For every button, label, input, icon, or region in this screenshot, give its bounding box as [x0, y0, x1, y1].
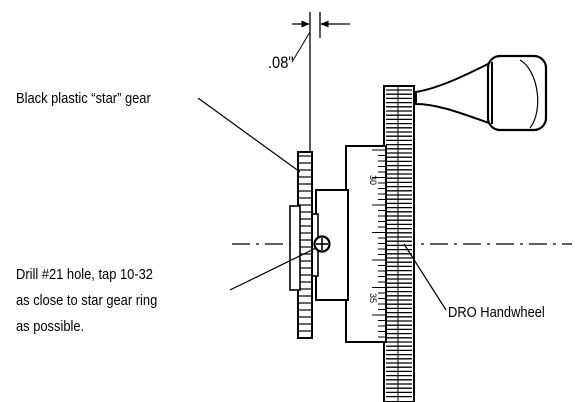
dial-collar [345, 145, 387, 343]
handwheel-label: DRO Handwheel [448, 304, 545, 321]
drill-note-line: as possible. [16, 318, 85, 335]
dial-marking-upper: 30 [368, 175, 378, 185]
drill-note-line: as close to star gear ring [16, 292, 158, 309]
crank-handle [415, 54, 548, 132]
star-gear-label: Black plastic “star” gear [16, 90, 151, 107]
dimension-leader [291, 31, 311, 63]
drill-note-line: Drill #21 hole, tap 10-32 [16, 266, 153, 283]
handwheel-rim [383, 85, 415, 402]
dial-marking-lower: 35 [368, 293, 378, 303]
drill-note-leader [229, 247, 317, 291]
handwheel-leader [403, 243, 447, 311]
star-gear-leader [197, 97, 301, 173]
drill-note: Drill #21 hole, tap 10-32 as close to st… [16, 262, 157, 340]
dimension-label: .08" [268, 53, 294, 72]
tapped-hole [313, 235, 331, 253]
gear-backing-plate [289, 205, 301, 291]
